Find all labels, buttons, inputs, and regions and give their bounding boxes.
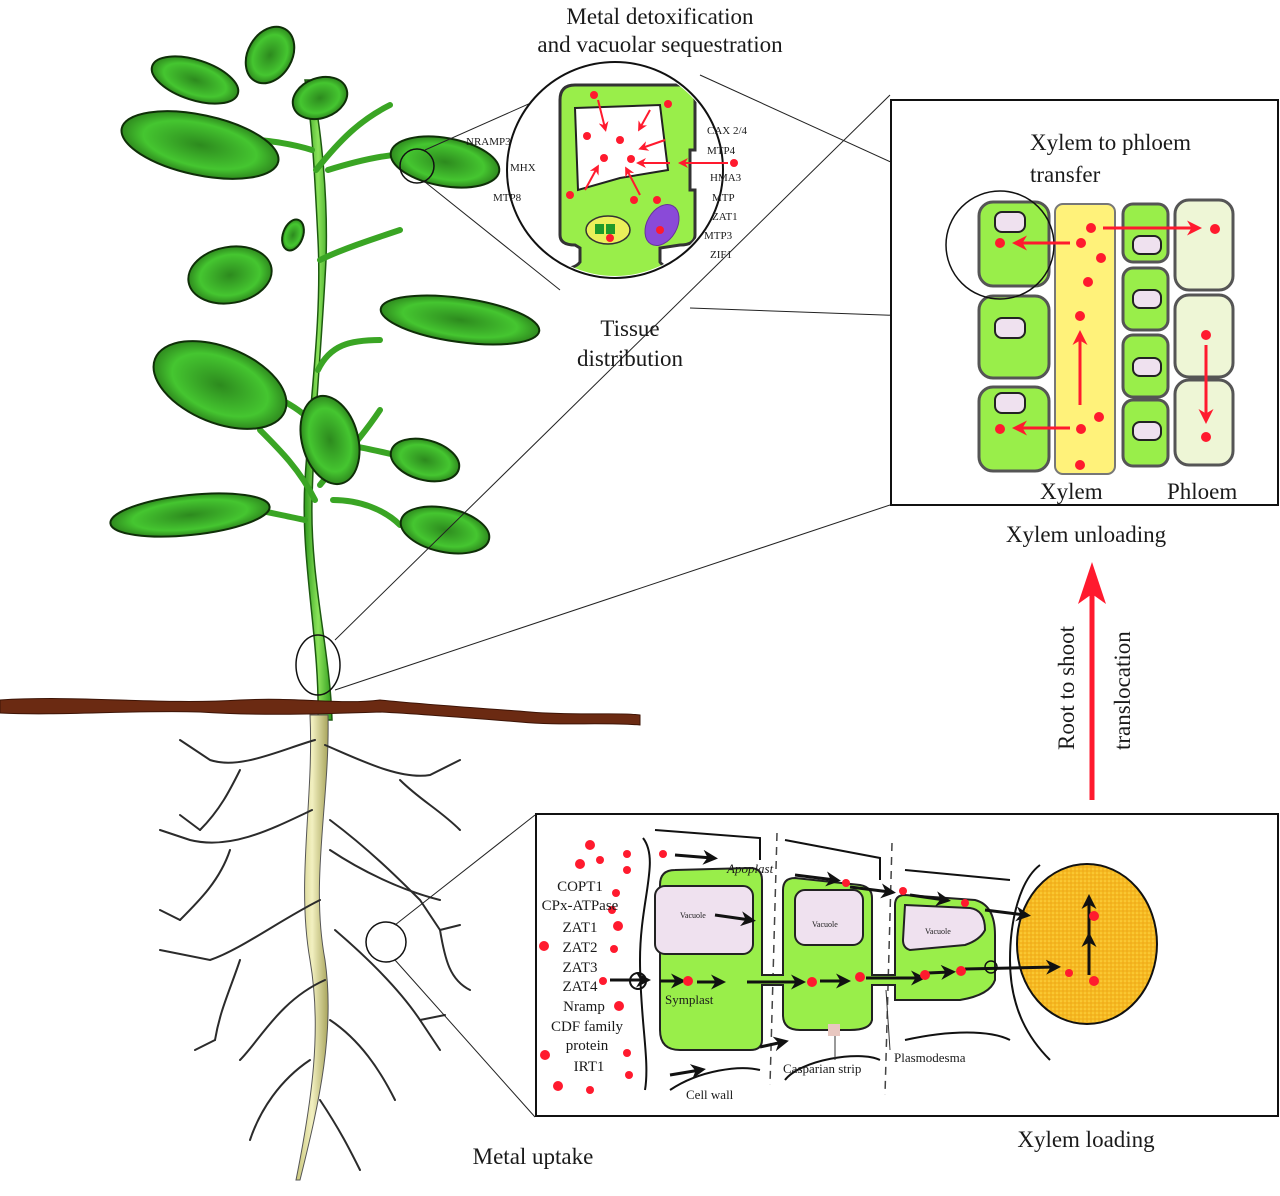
xylem-transport-arrows	[1012, 220, 1214, 436]
leaf-cell-transport-arrows	[584, 99, 728, 196]
xylem-metal-ions	[995, 223, 1220, 470]
metal-uptake-caption: Metal uptake	[473, 1144, 594, 1169]
root-to-shoot-arrow	[1078, 562, 1106, 800]
stem-zoom-circle	[295, 634, 341, 696]
leaf	[120, 110, 280, 180]
leaf	[244, 25, 296, 85]
transporter-label: ZAT1	[563, 920, 598, 936]
transporter-label: protein	[566, 1038, 609, 1054]
root-metal-ions	[539, 840, 1099, 1094]
root-zoom-circle	[365, 921, 407, 963]
xylem-loading-caption: Xylem loading	[1017, 1127, 1155, 1152]
transporter-label: ZIF1	[710, 249, 732, 261]
apoplast-arrows	[669, 849, 1097, 1079]
leaf	[187, 245, 273, 305]
xylem-vessel	[1016, 863, 1158, 1025]
symplast-label: Symplast	[665, 992, 714, 1007]
leaf-cell-transporters-right: CAX 2/4 MTP4 HMA3 MTP ZAT1 MTP3 ZIF1	[704, 125, 748, 261]
cell-wall-label: Cell wall	[686, 1087, 734, 1102]
phloem-label: Phloem	[1167, 479, 1237, 504]
transporter-label: ZAT2	[563, 940, 598, 956]
plasmodesma-pointer	[885, 989, 891, 1051]
title-detox-line2: and vacuolar sequestration	[537, 32, 783, 57]
taproot	[295, 714, 329, 1181]
membrane-transporter	[629, 972, 647, 990]
leaf-cell-metal-ions	[566, 91, 738, 242]
transporter-label: NRAMP3	[466, 136, 511, 148]
vacuole-label: Vacuole	[925, 927, 951, 936]
translocation-line2: translocation	[1110, 631, 1135, 750]
leaf-zoom-circle	[399, 148, 435, 184]
membrane-transporter	[984, 960, 998, 974]
plant-leaves	[109, 25, 541, 555]
soil-line	[0, 698, 641, 726]
leaf	[399, 505, 491, 555]
plasmodesma-label: Plasmodesma	[894, 1050, 966, 1065]
xylem-to-phloem-line1: Xylem to phloem	[1030, 130, 1191, 155]
leaf	[389, 437, 461, 483]
leaf-cell-zoom: NRAMP3 MHX MTP8 CAX 2/4 MTP4 HMA3 MTP ZA…	[466, 61, 748, 279]
leaf	[379, 294, 541, 346]
leaf-bud	[281, 218, 305, 252]
cell-wall-lines	[638, 829, 1051, 1091]
transporter-label: MTP	[712, 192, 735, 204]
title-detox-line1: Metal detoxification	[566, 4, 754, 29]
organelle-purple	[644, 204, 680, 246]
casparian-strip-mark	[828, 1024, 840, 1036]
transporter-label: CPx-ATPase	[542, 898, 619, 914]
transporter-label: ZAT1	[712, 211, 738, 223]
transporter-label: MTP3	[704, 230, 733, 242]
plant-illustration	[109, 25, 541, 721]
leaf	[152, 340, 288, 430]
tissue-distribution-line2: distribution	[577, 346, 684, 371]
symplast-arrows	[610, 959, 1061, 990]
transporter-label: CDF family	[551, 1019, 624, 1035]
vacuole-label: Vacuole	[680, 911, 706, 920]
casparian-strip-label: Casparian strip	[783, 1061, 861, 1076]
tissue-distribution-line1: Tissue	[600, 316, 659, 341]
leaf-cell-transporters-left: NRAMP3 MHX MTP8	[466, 136, 536, 204]
xylem-to-phloem-line2: transfer	[1030, 162, 1101, 187]
cell-zoom-circle	[945, 190, 1055, 300]
transporter-label: CAX 2/4	[707, 125, 748, 137]
xylem-phloem-panel: Xylem to phloem transfer	[890, 99, 1279, 506]
transporter-label: HMA3	[710, 172, 742, 184]
leaf	[150, 55, 240, 105]
transporter-label: ZAT3	[563, 960, 598, 976]
transporter-label: MHX	[510, 162, 536, 174]
transporter-label: IRT1	[574, 1059, 605, 1075]
root-system	[159, 714, 471, 1181]
root-vacuoles	[654, 885, 987, 955]
transporter-label: COPT1	[557, 879, 603, 895]
transporter-label: MTP4	[707, 145, 736, 157]
leaf	[291, 75, 349, 121]
leaf	[109, 492, 271, 538]
translocation-line1: Root to shoot	[1054, 625, 1079, 750]
xylem-unloading-caption: Xylem unloading	[1006, 522, 1167, 547]
root-cross-section-panel: Vacuole Vacuole Vacuole	[535, 813, 1279, 1117]
leaf	[299, 394, 361, 486]
vacuole-label: Vacuole	[812, 920, 838, 929]
lateral-roots	[159, 739, 471, 1171]
xylem-label: Xylem	[1040, 479, 1103, 504]
xylem-panel-vacuoles	[994, 211, 1162, 441]
root-transporter-list: COPT1 CPx-ATPase ZAT1 ZAT2 ZAT3 ZAT4 Nra…	[542, 879, 624, 1075]
transporter-label: Nramp	[563, 999, 605, 1015]
transporter-label: ZAT4	[563, 979, 598, 995]
transporter-label: MTP8	[493, 192, 522, 204]
chloroplast-grana	[606, 224, 615, 234]
apoplast-label: Apoplast	[726, 861, 774, 876]
chloroplast-grana	[595, 224, 604, 234]
